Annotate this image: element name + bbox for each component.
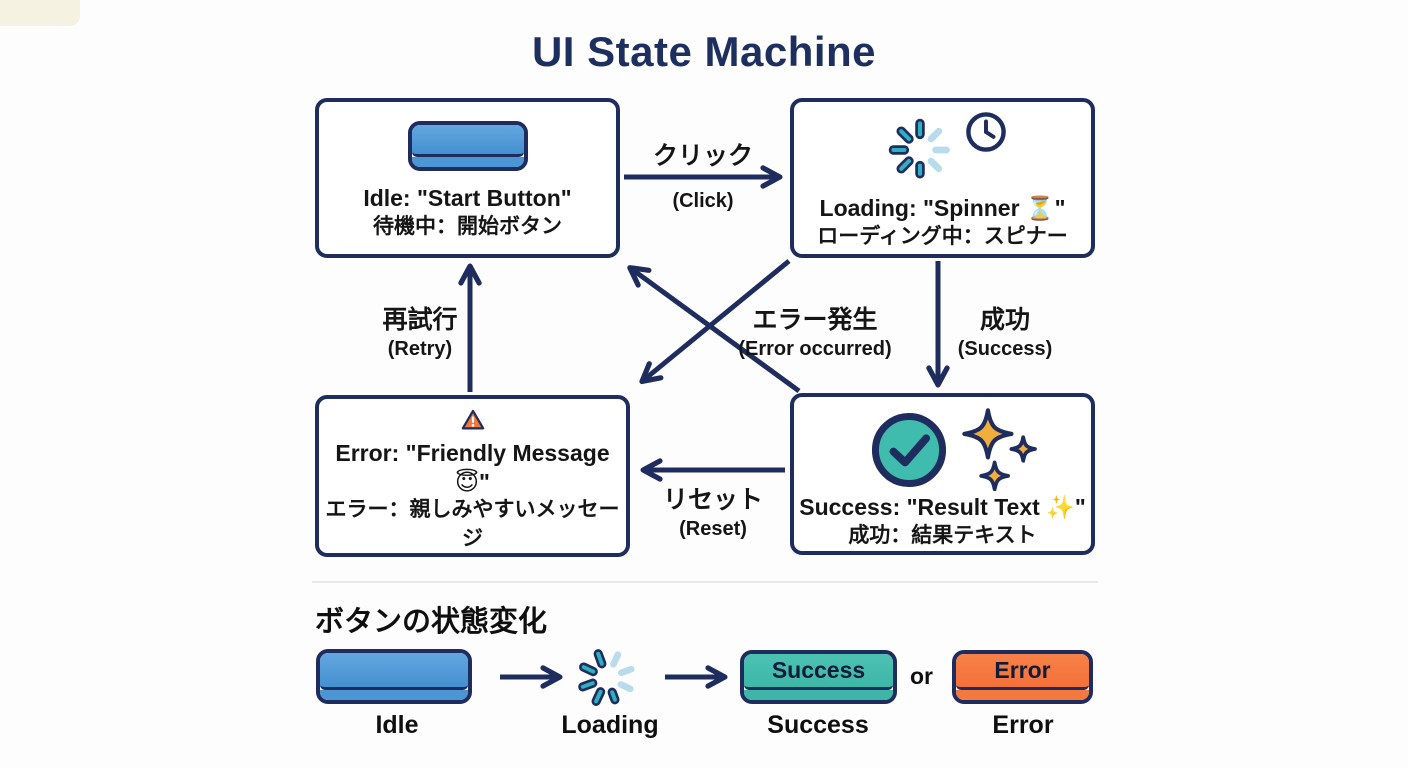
check-circle-icon — [871, 412, 946, 488]
idle-label-ja: 待機中：開始ボタン — [373, 214, 562, 238]
page-title: UI State Machine — [531, 28, 877, 75]
start-button-icon — [407, 121, 528, 171]
loading-label-en: Loading: "Spinner ⏳" — [819, 195, 1066, 221]
legend-label-success: Success — [767, 711, 869, 739]
legend-success-button: Success — [740, 650, 897, 704]
legend-error-button: Error — [952, 650, 1093, 704]
legend-label-idle: Idle — [375, 711, 419, 739]
spinner-icon — [888, 118, 950, 179]
label-success: 成功 (Success) — [957, 306, 1053, 360]
loading-icon-group — [868, 110, 1018, 186]
legend-heading: ボタンの状態変化 — [315, 606, 548, 638]
legend-spinner-icon — [578, 649, 635, 706]
sparkles-icon — [961, 408, 1037, 491]
label-reset: リセット (Reset) — [662, 486, 763, 540]
legend-idle-button — [316, 649, 472, 704]
error-label-ja: エラー：親しみやすいメッセージ — [325, 498, 620, 550]
state-box-error: Error: "Friendly Message 😇" エラー：親しみやすいメッ… — [315, 395, 630, 557]
or-label: or — [910, 663, 933, 689]
state-box-success: Success: "Result Text ✨" 成功：結果テキスト — [790, 393, 1095, 555]
corner-artifact — [0, 0, 80, 26]
error-label-en: Error: "Friendly Message 😇" — [335, 439, 610, 495]
clock-icon — [965, 112, 1006, 152]
label-click: クリック (Click) — [652, 142, 753, 212]
state-box-loading: Loading: "Spinner ⏳" ローディング中：スピナー — [790, 98, 1095, 258]
label-retry: 再試行 (Retry) — [382, 306, 458, 360]
warning-triangle-icon — [461, 409, 484, 430]
idle-label-en: Idle: "Start Button" — [363, 185, 572, 211]
loading-label-ja: ローディング中：スピナー — [817, 224, 1068, 248]
success-label-ja: 成功：結果テキスト — [848, 523, 1037, 547]
state-box-idle: Idle: "Start Button" 待機中：開始ボタン — [315, 98, 620, 258]
legend-label-loading: Loading — [561, 711, 659, 739]
section-divider — [312, 581, 1098, 583]
legend-label-error: Error — [992, 711, 1054, 739]
label-error-occurred: エラー発生 (Error occurred) — [738, 306, 892, 360]
success-icon-group — [848, 408, 1038, 491]
success-label-en: Success: "Result Text ✨" — [799, 494, 1086, 520]
